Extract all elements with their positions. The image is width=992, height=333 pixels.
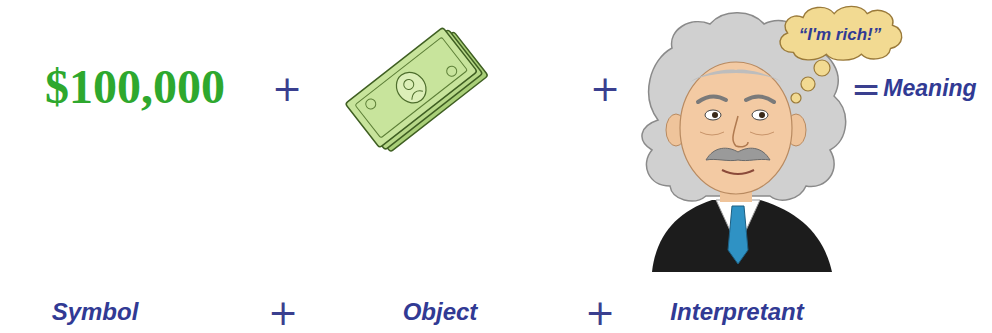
banknote-seal [445, 64, 459, 78]
banknote [345, 27, 477, 147]
face [680, 62, 792, 194]
symbol-amount: $100,000 [45, 59, 225, 114]
row-caption-wrap: Object [403, 298, 478, 326]
operator-sign-wrap: + [585, 292, 615, 333]
result-word-wrap: Meaning [883, 75, 976, 102]
mouth [722, 170, 754, 174]
eyebrow [698, 96, 726, 102]
portrait-shoulders [409, 88, 422, 100]
banknote-seal [364, 97, 378, 111]
thought-cloud: “I'm rich!” [772, 2, 908, 64]
tie [728, 206, 748, 264]
eyebrow [746, 96, 774, 102]
banknote-portrait [390, 66, 432, 108]
row-caption-wrap: Interpretant [670, 298, 803, 326]
banknote-stack [345, 24, 488, 156]
operator-sign-wrap: + [272, 68, 302, 109]
cloud-content: “I'm rich!” [772, 2, 908, 64]
operator-sign: + [272, 68, 302, 109]
operator-sign-wrap: + [268, 292, 298, 333]
nose [733, 116, 748, 147]
mustache [706, 148, 770, 160]
operator-sign-wrap: + [590, 68, 620, 109]
operator-sign: = [851, 68, 881, 109]
pupil [759, 112, 765, 118]
row-caption: Object [403, 298, 478, 326]
result-word: Meaning [883, 75, 976, 102]
hairline [690, 70, 782, 82]
operator-sign: + [268, 292, 298, 333]
suit [652, 200, 832, 272]
operator-sign: + [590, 68, 620, 109]
portrait-head [402, 77, 416, 91]
thought-dots [791, 60, 830, 103]
row-caption: Symbol [52, 298, 139, 326]
eye-wrinkles [700, 132, 774, 135]
thought-dot [814, 60, 830, 76]
row-caption-wrap: Symbol [52, 298, 139, 326]
operator-sign: + [585, 292, 615, 333]
symbol-amount-wrap: $100,000 [45, 59, 225, 114]
thought-dot [791, 93, 801, 103]
pupil [712, 112, 718, 118]
eye [752, 110, 768, 120]
banknote-border [355, 37, 468, 138]
operator-sign-wrap: = [851, 68, 881, 109]
thought-text: “I'm rich!” [799, 21, 881, 45]
eye [705, 110, 721, 120]
cloud-shape [780, 6, 902, 60]
row-caption: Interpretant [670, 298, 803, 326]
thought-dot [801, 77, 815, 91]
